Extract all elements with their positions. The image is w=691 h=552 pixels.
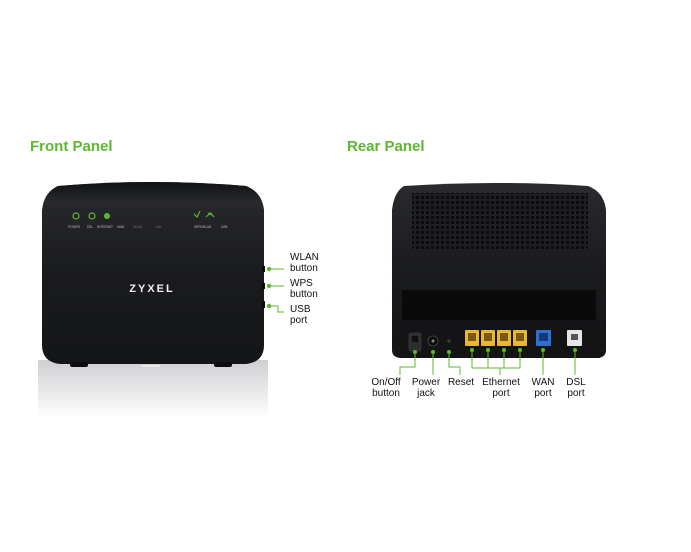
led-label-wps-wlan: WPS/WLAN [194,225,212,229]
ethernet-port-callout: Ethernet port [477,377,525,399]
wps-led-icon [193,210,201,219]
led-label-power: POWER [68,225,81,229]
usb-port-callout: USB port [290,304,311,326]
wlan-button-label-2: button [290,263,318,274]
rear-panel-title: Rear Panel [347,138,425,155]
front-router: POWER DSL INTERNET WAN WLAN LAN WPS/WLAN… [38,182,268,418]
ethernet-ports [465,330,527,346]
rear-port-recess [402,290,596,320]
dsl-led-icon [88,212,96,220]
wps-callout-dot [266,283,272,289]
wan-port-label-2: port [534,388,552,399]
led-label-wlan: WLAN [133,225,143,229]
reset-callout-dot [447,350,451,354]
wan-port-label-1: WAN [531,377,555,388]
led-label-usb: USB [221,225,228,229]
wlan-button-callout: WLAN button [290,252,319,274]
usb-side-port [262,301,265,308]
front-router-body [42,182,264,364]
power-jack-label-2: jack [417,388,435,399]
wps-button-callout: WPS button [290,278,318,300]
wps-side-button [262,283,265,289]
front-left-foot [70,362,88,367]
front-router-top [44,182,262,205]
rear-vent-grille [412,193,588,249]
power-led-icon [72,212,80,220]
dsl-port-callout: DSL port [560,377,592,399]
wan-callout-dot [541,348,545,352]
power-jack-label-1: Power [411,377,441,388]
internet-led-icon [104,213,110,219]
reset-pinhole [447,339,451,343]
wlan-callout-dot [266,266,272,272]
reset-label-1: Reset [447,377,475,388]
usb-port-label-1: USB [290,304,311,315]
on-off-switch-rocker [412,336,418,342]
front-reflection-mark [142,365,160,367]
wan-port-callout: WAN port [527,377,559,399]
led-label-wan: WAN [117,225,125,229]
wlan-button-label-1: WLAN [290,252,319,263]
on-off-callout-dot [413,350,417,354]
led-label-dsl: DSL [87,225,93,229]
brand-logo: ZYXEL [129,283,174,295]
led-label-internet: INTERNET [97,225,113,229]
ethernet-callout-dot-2 [486,348,490,352]
power-jack-callout: Power jack [408,377,444,399]
front-callout-lines [269,268,284,313]
power-jack-callout-dot [431,350,435,354]
reset-callout: Reset [444,377,478,388]
wlan-led-icon [205,212,215,218]
ethernet-callout-dot-3 [502,348,506,352]
wps-button-label-2: button [290,289,318,300]
on-off-button-label-1: On/Off [371,377,401,388]
front-right-foot [214,362,232,367]
ethernet-callout-dot-1 [470,348,474,352]
front-panel-title: Front Panel [30,138,113,155]
rear-router [392,183,606,358]
front-reflection [38,360,268,418]
dsl-port-label-1: DSL [566,377,586,388]
usb-port-label-2: port [290,315,308,326]
wlan-side-button [262,266,265,272]
ethernet-callout-dot-4 [518,348,522,352]
dsl-callout-dot [573,348,577,352]
on-off-button-callout: On/Off button [366,377,406,399]
usb-callout-dot [266,303,272,309]
ethernet-port-label-2: port [492,388,510,399]
wps-button-label-1: WPS [290,278,313,289]
power-jack-pin [431,339,435,343]
rear-callout-lines [399,350,576,375]
on-off-button-label-2: button [372,388,400,399]
ethernet-port-label-1: Ethernet [482,377,520,388]
dsl-port-label-2: port [567,388,585,399]
led-label-lan: LAN [155,225,162,229]
